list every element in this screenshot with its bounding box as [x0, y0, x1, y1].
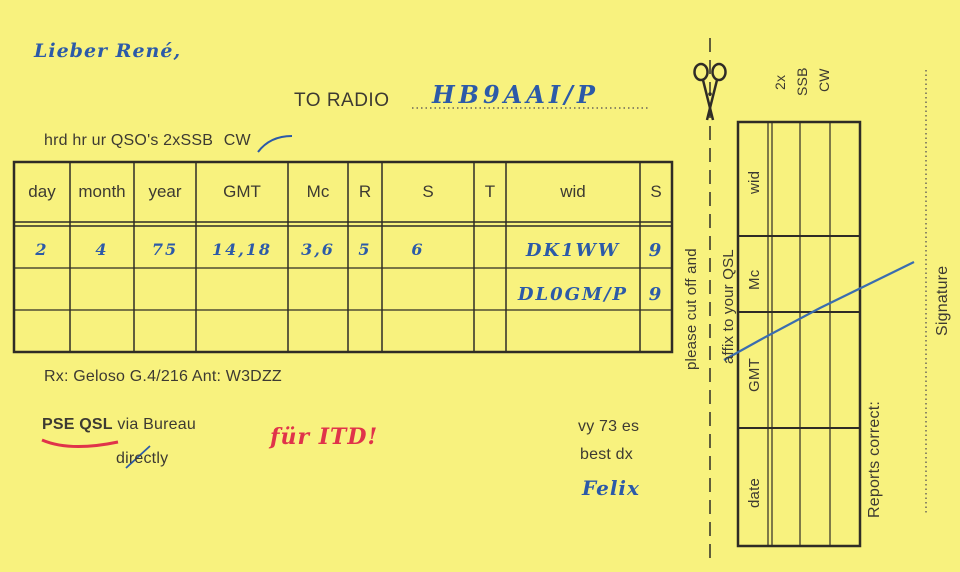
- header-wid: wid: [560, 182, 586, 201]
- pse-qsl-label: PSE QSL: [42, 416, 113, 433]
- header-s2: S: [650, 182, 662, 201]
- log-table-border: [12, 160, 674, 354]
- signature-label: Signature: [934, 265, 951, 336]
- header-mc: Mc: [306, 182, 330, 201]
- header-s: S: [422, 182, 434, 201]
- to-radio-callsign: HB9AAI/P: [432, 80, 599, 109]
- qso-line-text: hrd hr ur QSO's 2xSSB: [44, 132, 214, 149]
- side-table-border: [736, 120, 862, 548]
- cut-text-line1: please cut off and: [683, 248, 700, 370]
- signature-handwritten: Felix: [582, 476, 640, 500]
- header-gmt: GMT: [223, 182, 261, 201]
- row1-wid: DK1WW: [525, 240, 621, 261]
- rig-line: Rx: Geloso G.4/216 Ant: W3DZZ: [44, 368, 282, 385]
- side-mode-cw: CW: [816, 68, 832, 92]
- directly-label: directly: [116, 450, 169, 467]
- scissors-icon: [693, 62, 727, 121]
- side-label-mc: Mc: [746, 269, 763, 290]
- via-bureau-label: via Bureau: [117, 416, 196, 433]
- qso-line: hrd hr ur QSO's 2xSSB CW: [44, 132, 251, 150]
- closing-line2: best dx: [580, 446, 633, 463]
- header-month: month: [78, 182, 126, 201]
- row1-s: 6: [411, 240, 425, 259]
- red-note: für ITD!: [270, 424, 379, 450]
- red-underline: [41, 438, 119, 449]
- side-label-gmt: GMT: [746, 358, 763, 392]
- row1-mc: 3,6: [301, 240, 335, 259]
- to-radio-label: TO RADIO: [294, 90, 390, 111]
- side-mode-ssb: SSB: [794, 67, 810, 96]
- header-t: T: [484, 182, 496, 201]
- header-r: R: [358, 182, 372, 201]
- row1-month: 4: [95, 240, 109, 259]
- row2-wid: DL0GM/P: [517, 284, 629, 305]
- row1-year: 75: [151, 240, 179, 259]
- side-mode-2x: 2x: [772, 74, 788, 90]
- side-label-date: date: [746, 478, 763, 508]
- header-year: year: [148, 182, 182, 201]
- cut-text-line2: affix to your QSL: [720, 249, 737, 364]
- row1-r: 5: [358, 240, 372, 259]
- closing-line1: vy 73 es: [578, 418, 640, 435]
- qso-line-struck: CW: [223, 132, 251, 149]
- header-day: day: [28, 182, 56, 201]
- blue-diagonal-stroke: [723, 261, 915, 361]
- row1-s2: 9: [648, 240, 664, 261]
- row2-s2: 9: [648, 284, 664, 305]
- reports-correct-label: Reports correct:: [866, 400, 883, 518]
- qsl-via: PSE QSL via Bureau: [42, 416, 196, 434]
- greeting-handwritten: Lieber René,: [34, 40, 182, 62]
- row1-day: 2: [35, 240, 49, 259]
- row1-gmt: 14,18: [211, 240, 273, 259]
- side-label-wid: wid: [746, 170, 763, 194]
